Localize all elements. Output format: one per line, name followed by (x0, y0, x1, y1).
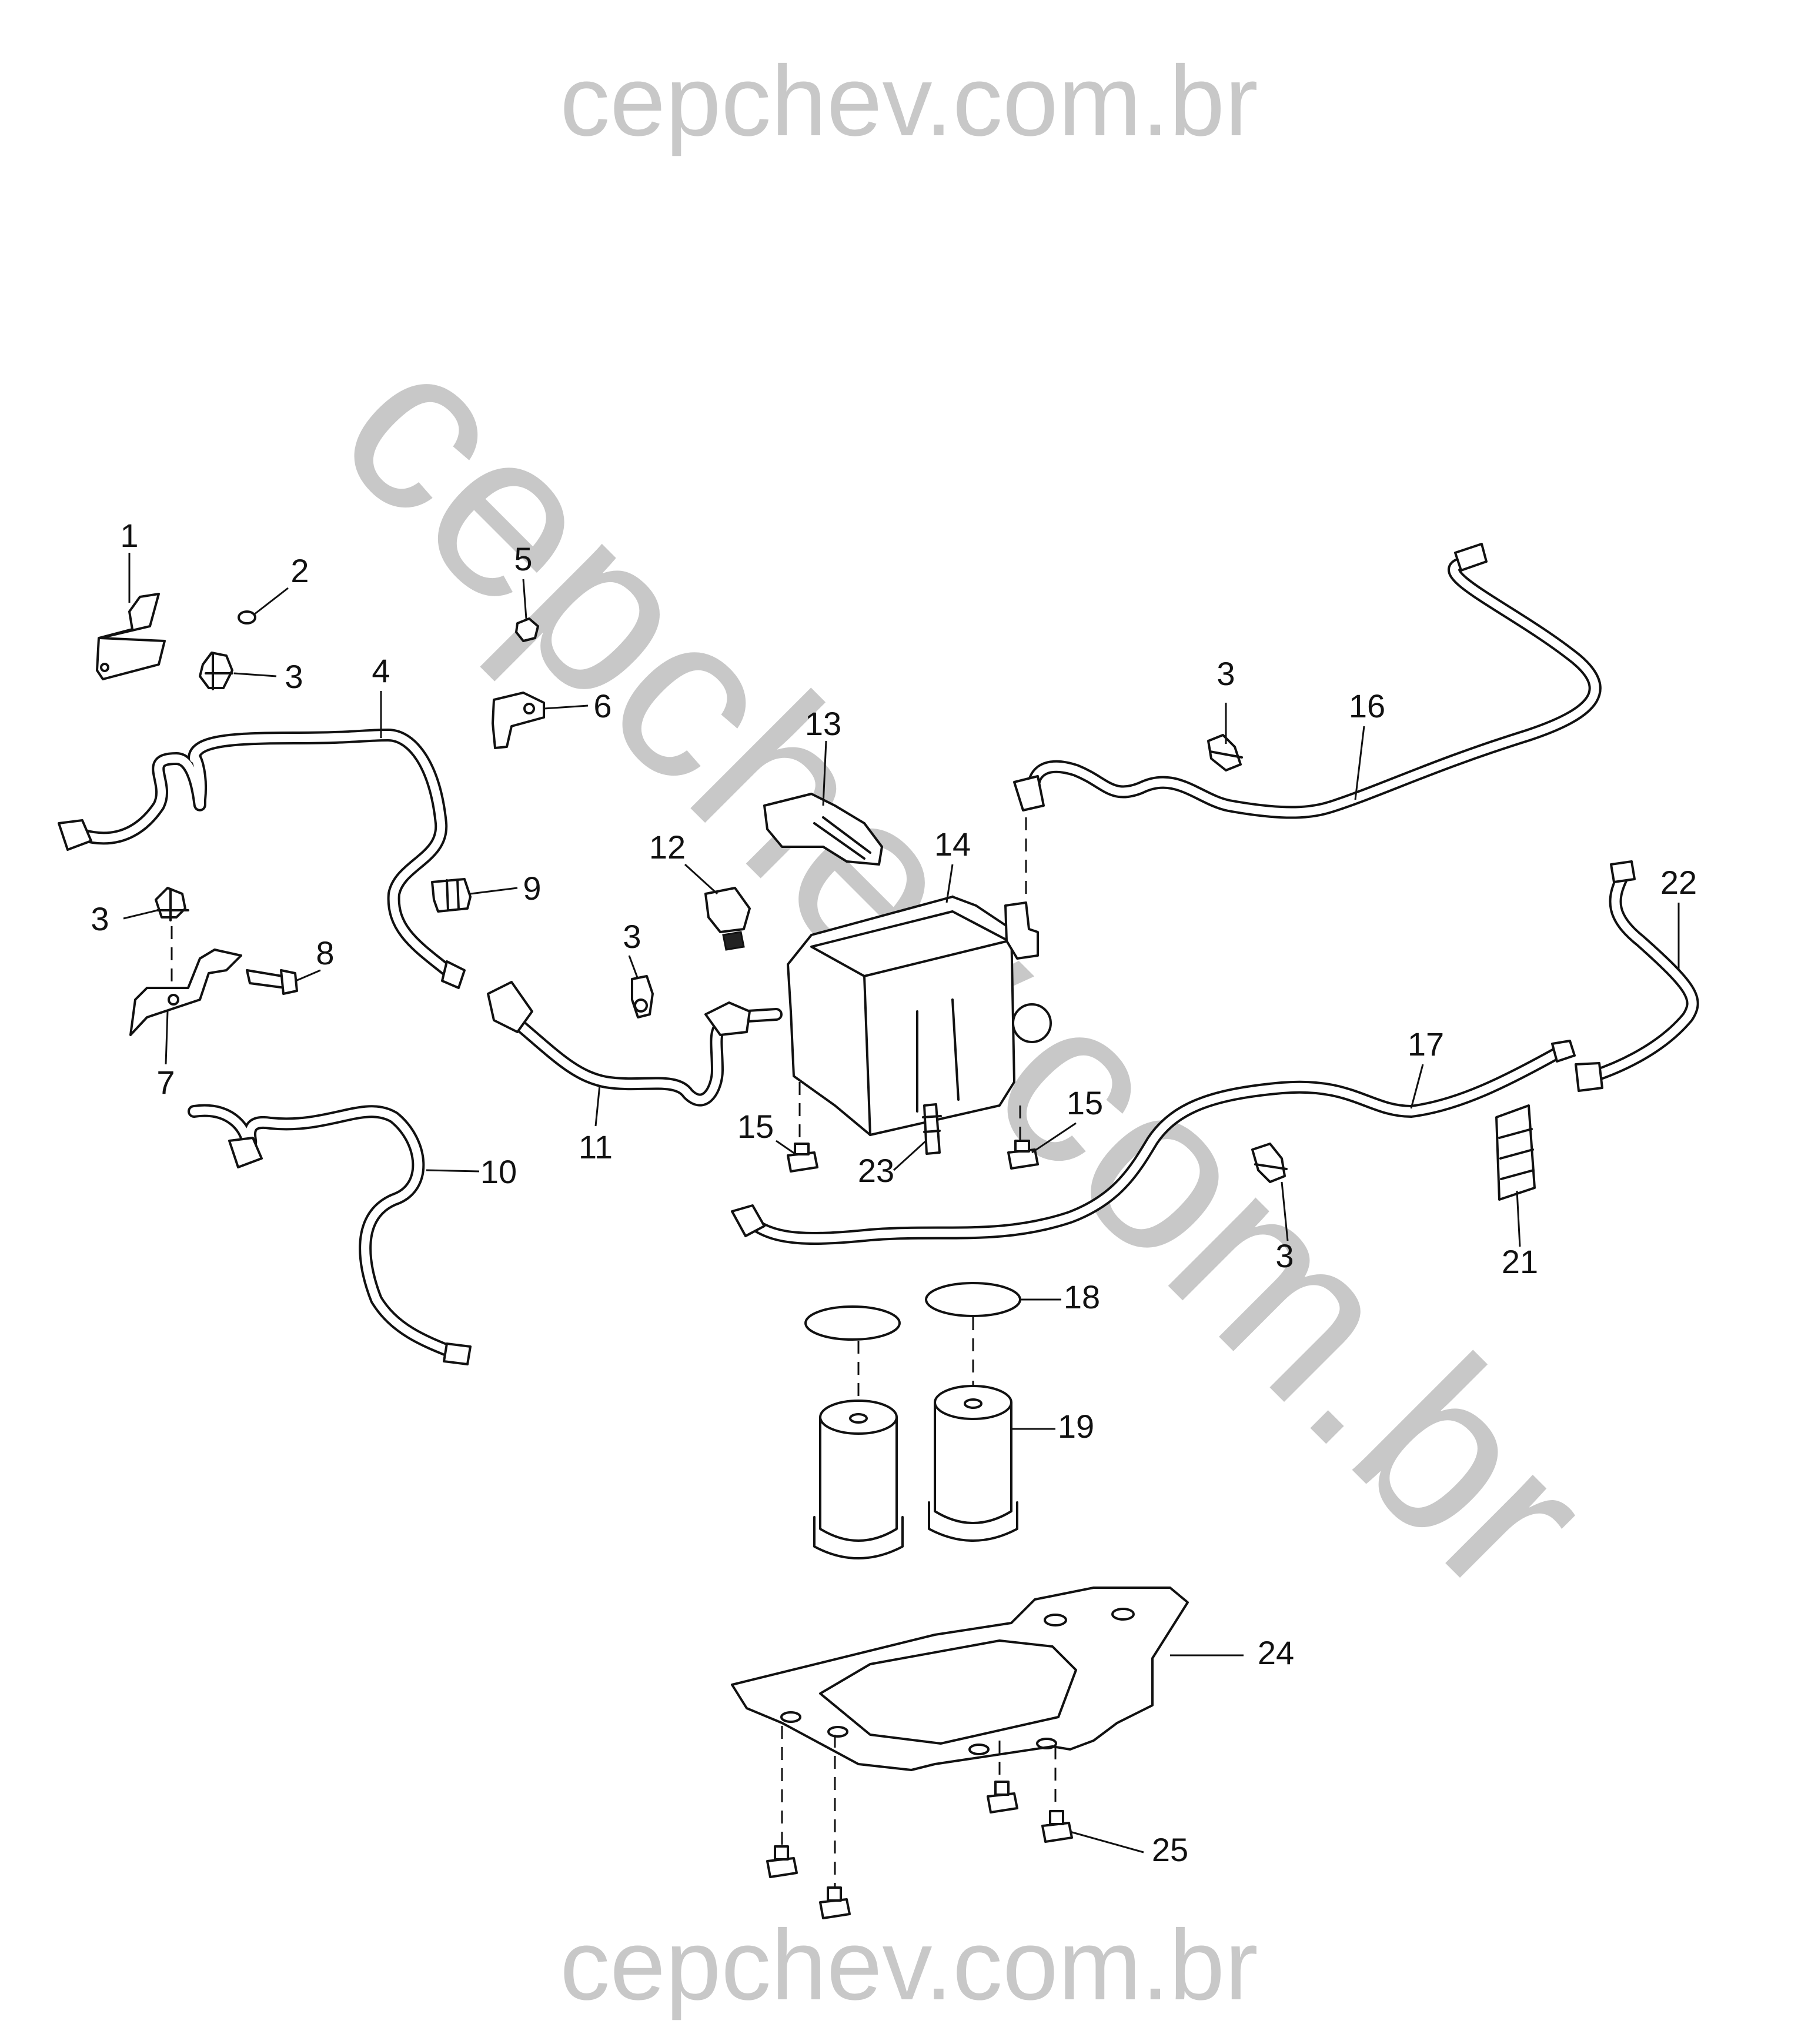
part-21-clip-block (1495, 1104, 1536, 1201)
part-8-bolt (246, 969, 298, 995)
callout-12: 12 (649, 829, 686, 866)
callout-11: 11 (579, 1128, 613, 1165)
callout-labels: 1 2 3 4 5 6 3 8 7 9 10 11 3 12 13 14 15 … (91, 517, 1697, 1868)
callout-1: 1 (120, 517, 138, 554)
callout-2: 2 (290, 552, 309, 589)
callout-21: 21 (1502, 1243, 1538, 1280)
callout-24: 24 (1258, 1634, 1294, 1671)
callout-4: 4 (372, 652, 390, 689)
part-25-bolt-d (1041, 1810, 1073, 1843)
callout-5: 5 (514, 540, 532, 577)
part-13-heater (763, 793, 883, 866)
part-3-clip-c (631, 975, 654, 1018)
part-12-sensor (704, 887, 751, 951)
part-18-seal-left (804, 1305, 901, 1341)
callout-10: 10 (480, 1153, 517, 1190)
part-22-tube (1575, 860, 1699, 1092)
part-4-tube (58, 729, 466, 989)
callout-7: 7 (156, 1064, 175, 1101)
callout-13: 13 (805, 705, 841, 742)
part-18-seal-right (925, 1282, 1021, 1317)
part-19-filter-element-right (928, 1385, 1018, 1542)
part-15-screw-b (1007, 1140, 1039, 1170)
part-24-shield-plate (731, 1587, 1189, 1771)
part-10-tube (188, 1104, 472, 1365)
callout-3d: 3 (1217, 655, 1235, 692)
callout-17: 17 (1408, 1026, 1444, 1063)
callout-18: 18 (1064, 1278, 1100, 1315)
part-3-clip-e (1251, 1143, 1288, 1183)
callout-15b: 15 (1067, 1084, 1103, 1121)
callout-8: 8 (316, 934, 334, 971)
part-23-valve (922, 1103, 942, 1155)
callout-19: 19 (1058, 1408, 1094, 1445)
part-25-bolt-b (819, 1886, 851, 1919)
part-3-clip-d (1207, 734, 1243, 771)
callout-3b: 3 (91, 900, 109, 937)
part-15-screw-a (787, 1143, 818, 1173)
part-14-filter-housing (787, 896, 1052, 1136)
callout-9: 9 (523, 870, 541, 907)
part-1-bracket (96, 593, 166, 680)
watermark-top: cepchev.com.br (560, 45, 1258, 157)
part-3-clip-b (155, 887, 189, 921)
part-9-clip (431, 878, 472, 913)
part-25-bolt-c (987, 1781, 1018, 1813)
callout-14: 14 (934, 826, 971, 863)
part-6-bracket (492, 692, 545, 749)
callout-22: 22 (1660, 864, 1697, 901)
part-5-nut (515, 617, 539, 642)
callout-16: 16 (1349, 687, 1385, 724)
part-7-bracket (129, 948, 242, 1036)
part-11-tube (487, 981, 783, 1107)
callout-3c: 3 (623, 918, 641, 955)
callout-6: 6 (593, 687, 611, 724)
callout-3e: 3 (1275, 1237, 1294, 1274)
callout-15a: 15 (737, 1108, 774, 1145)
part-17-tube (731, 1040, 1576, 1245)
part-25-bolt-a (766, 1845, 798, 1878)
callout-25: 25 (1152, 1831, 1188, 1868)
part-19-filter-element-left (813, 1400, 904, 1559)
callout-3a: 3 (285, 658, 303, 695)
callout-23: 23 (858, 1152, 894, 1189)
part-3-clip-a (199, 652, 233, 690)
watermark-bottom: cepchev.com.br (560, 1909, 1258, 2021)
part-2-washer (238, 610, 256, 624)
leader-lines (123, 553, 1680, 1853)
part-16-tube (1013, 543, 1602, 819)
